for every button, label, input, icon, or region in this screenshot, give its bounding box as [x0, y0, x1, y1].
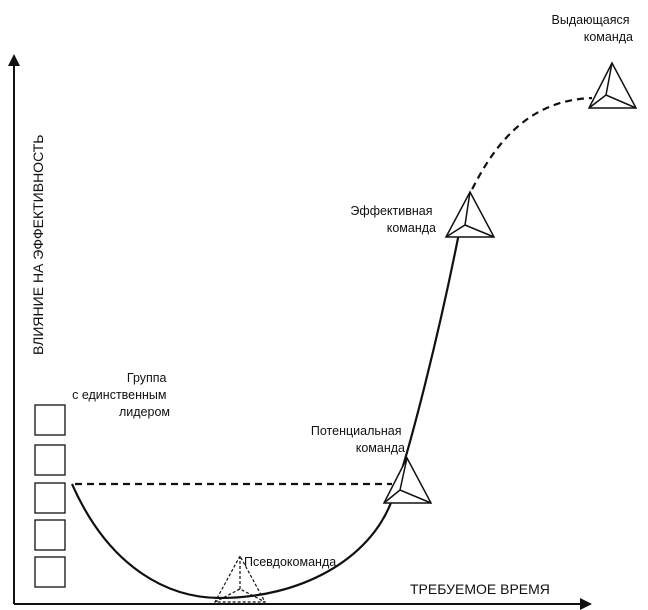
working-group-label-line: Группа [127, 371, 167, 385]
y-axis-label: ВЛИЯНИЕ НА ЭФФЕКТИВНОСТЬ [30, 135, 46, 355]
working-group-label-line: с единственным [72, 388, 166, 402]
effective-team-label-line: Эффективная [350, 204, 432, 218]
pseudo-team-label-line: Псевдокоманда [244, 555, 336, 569]
group-box-icon [34, 482, 66, 514]
working-group-label: Группа с единственным лидером [72, 371, 170, 419]
pseudo-team-pyramid-icon [213, 554, 267, 603]
group-boxes [34, 404, 66, 588]
performance-curve-solid [70, 227, 462, 600]
effective-team-label-line: команда [387, 221, 436, 235]
effective-team-pyramid-icon [444, 190, 496, 238]
group-box-icon [34, 404, 66, 436]
potential-team-label-line: команда [356, 441, 405, 455]
potential-team-label: Потенциальная команда [311, 424, 405, 455]
group-box-icon [34, 444, 66, 476]
outstanding-team-label-line: Выдающаяся [552, 13, 630, 27]
pseudo-team-label: Псевдокоманда [244, 555, 336, 569]
effective-team-label: Эффективная команда [350, 204, 436, 235]
group-box-icon [34, 519, 66, 551]
outstanding-team-label-line: команда [584, 30, 633, 44]
potential-team-pyramid-icon [382, 456, 433, 504]
potential-team-label-line: Потенциальная [311, 424, 402, 438]
x-axis-label: ТРЕБУЕМОЕ ВРЕМЯ [410, 581, 550, 597]
working-group-label-line: лидером [119, 405, 170, 419]
performance-curve-dashed [466, 96, 593, 201]
outstanding-team-pyramid-icon [587, 61, 638, 109]
outstanding-team-label: Выдающаяся команда [552, 13, 633, 44]
group-box-icon [34, 556, 66, 588]
